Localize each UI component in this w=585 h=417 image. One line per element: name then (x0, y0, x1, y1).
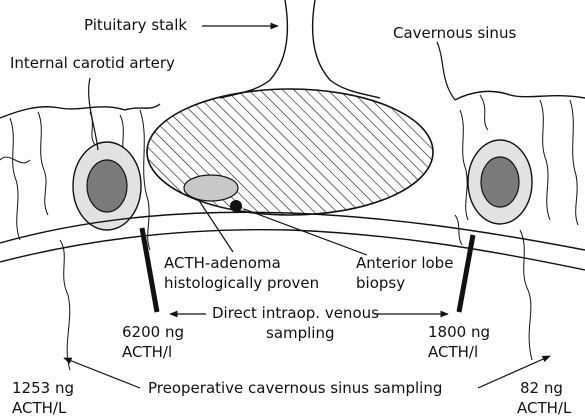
carotid-leader (89, 78, 98, 150)
label-biopsy-line1: Anterior lobe (356, 254, 453, 272)
right-internal-carotid-artery (468, 140, 532, 224)
label-adenoma-line2: histologically proven (164, 274, 319, 292)
label-left-preop-value: 1253 ng (12, 379, 74, 397)
cavernous-sinus-leader (437, 42, 455, 100)
label-right-preop-value: 82 ng (520, 379, 563, 397)
acth-adenoma (184, 175, 238, 201)
label-direct-line1: Direct intraop. venous (212, 304, 379, 322)
sella-floor-lower (0, 230, 585, 270)
right-sinus-texture (455, 95, 578, 360)
label-preop-sampling: Preoperative cavernous sinus sampling (148, 379, 442, 397)
label-biopsy-line2: biopsy (356, 274, 405, 292)
left-sampling-catheter (142, 228, 157, 312)
label-left-intraop-unit: ACTH/l (122, 343, 172, 361)
label-adenoma-line1: ACTH-adenoma (164, 254, 281, 272)
pituitary-stalk-shape (220, 0, 380, 98)
label-left-preop-unit: ACTH/L (12, 399, 67, 417)
label-direct-line2: sampling (266, 324, 335, 342)
label-internal-carotid-artery: Internal carotid artery (10, 54, 175, 72)
biopsy-site (230, 200, 242, 212)
label-left-intraop-value: 6200 ng (122, 323, 184, 341)
label-right-intraop-unit: ACTH/l (428, 343, 478, 361)
label-cavernous-sinus: Cavernous sinus (393, 24, 516, 42)
label-right-intraop-value: 1800 ng (428, 323, 490, 341)
left-internal-carotid-artery (73, 142, 141, 230)
label-right-preop-unit: ACTH/L (517, 399, 572, 417)
preop-arrow-left (64, 358, 140, 388)
label-pituitary-stalk: Pituitary stalk (84, 16, 187, 34)
